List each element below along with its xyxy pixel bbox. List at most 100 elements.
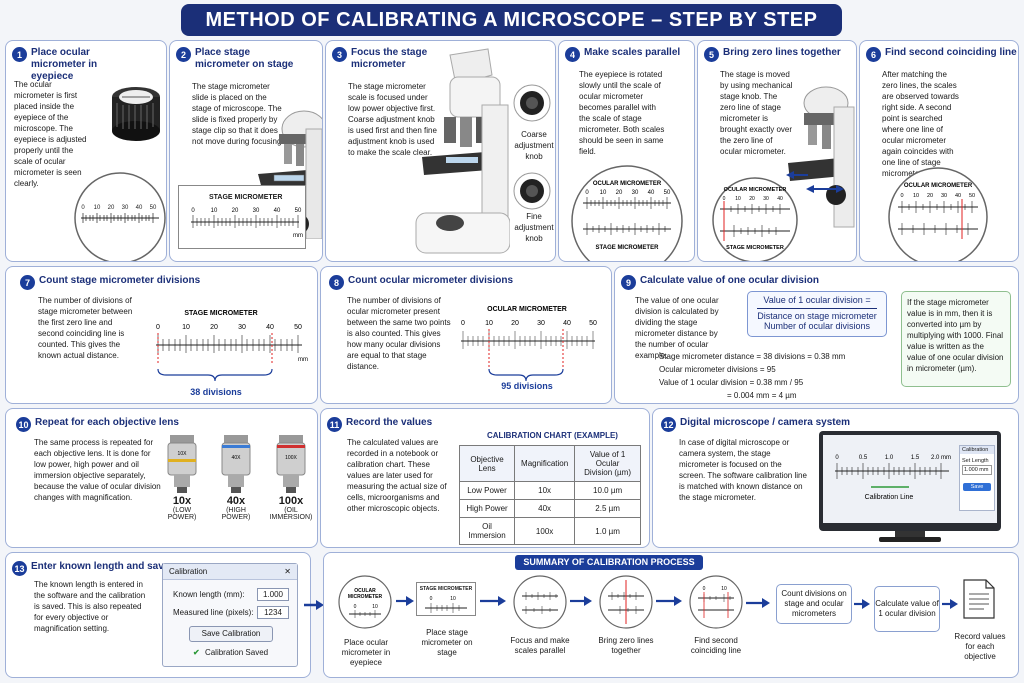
save-calibration-button[interactable]: Save Calibration [189,626,273,642]
step-number-badge: 12 [661,417,676,432]
objective-lens-low: 10X 10x (LOW POWER) [160,435,204,521]
svg-text:20: 20 [616,190,623,196]
fine-knob-label: Fine adjustment knob [514,212,554,243]
formula-numerator: Distance on stage micrometer [757,311,877,321]
svg-text:0: 0 [703,586,706,592]
svg-text:1.5: 1.5 [911,455,920,461]
scale-tick-label: 0 [191,208,195,214]
step-6-panel: 6 Find second coinciding line After matc… [859,40,1019,262]
step-10-title: 10 Repeat for each objective lens [16,417,179,432]
step-13-text: The known length is entered in the softw… [34,580,146,633]
set-length-input[interactable]: 1.000 mm [962,465,992,475]
measured-line-input[interactable]: 1234 [257,606,289,619]
step-2-text: The stage micrometer slide is placed on … [192,82,284,146]
svg-text:0: 0 [900,193,903,199]
scale-tick-label: 30 [253,208,260,214]
step-8-title: 8 Count ocular micrometer divisions [329,275,513,290]
step-8-text: The number of divisions of ocular microm… [347,296,451,371]
svg-text:20: 20 [749,196,755,202]
summary-step-5: Find second coinciding line [690,636,742,655]
step-number-badge: 4 [565,47,580,62]
stage-scale-caption: STAGE MICROMETER [596,245,660,251]
svg-text:0: 0 [156,324,160,331]
step-9-panel: 9 Calculate value of one ocular division… [614,266,1019,404]
svg-text:10: 10 [735,196,741,202]
screen-save-button[interactable]: Save [963,483,991,491]
svg-text:40: 40 [563,320,571,327]
svg-text:20: 20 [210,324,218,331]
step-3-panel: 3 Focus the stage micrometer The stage m… [325,40,556,262]
calibration-dialog: Calibration ✕ Known length (mm): 1.000 M… [162,563,298,667]
step-9-text: The value of one ocular division is calc… [635,296,719,360]
objective-lens-oil: 100X 100x (OIL IMMERSION) [264,435,317,521]
svg-text:0: 0 [835,455,839,461]
step-12-title: 12 Digital microscope / camera system [661,417,850,432]
svg-text:30: 30 [632,190,639,196]
step-11-text: The calculated values are recorded in a … [347,438,447,513]
summary-zero-circle [599,575,653,629]
microscope-icon [415,48,510,254]
monitor: 0 0.5 1.0 1.5 2.0 mm Calibration Line Ca… [819,431,1001,531]
check-icon: ✔ [193,648,200,657]
scale-tick-label: 30 [122,205,129,211]
fine-knob-icon [513,172,551,210]
svg-text:1.0: 1.0 [885,455,894,461]
page-title: METHOD OF CALIBRATING A MICROSCOPE – STE… [181,4,842,36]
formula-denominator: Number of ocular divisions [763,321,871,331]
known-length-input[interactable]: 1.000 [257,588,289,601]
svg-text:OCULAR MICROMETER: OCULAR MICROMETER [724,187,787,193]
step-4-text: The eyepiece is rotated slowly until the… [579,70,665,156]
summary-step-6: Count divisions on stage and ocular micr… [776,584,852,624]
summary-step-2: Place stage micrometer on stage [421,628,473,657]
step-number-badge: 6 [866,47,881,62]
summary-parallel-circle [513,575,567,629]
calc-line-3: Value of 1 ocular division = 0.38 mm / 9… [659,378,804,387]
svg-text:OCULAR MICROMETER: OCULAR MICROMETER [904,183,973,189]
summary-heading: SUMMARY OF CALIBRATION PROCESS [515,555,703,570]
ocular-divisions-count: 95 divisions [501,381,553,391]
step-number-badge: 10 [16,417,31,432]
svg-text:10: 10 [182,324,190,331]
step-11-title: 11 Record the values [327,417,432,432]
svg-text:10: 10 [721,586,727,592]
step-4-panel: 4 Make scales parallel The eyepiece is r… [558,40,695,262]
svg-text:20: 20 [927,193,933,199]
svg-text:100X: 100X [285,455,297,461]
svg-text:30: 30 [763,196,769,202]
svg-text:10: 10 [600,190,607,196]
summary-step-8: Record values for each objective [954,632,1006,661]
step-12-text: In case of digital microscope or camera … [679,438,807,502]
summary-step-7: Calculate value of 1 ocular division [874,586,940,632]
scale-tick-label: 10 [211,208,218,214]
objective-lens-icon: 40X [221,435,251,493]
document-icon [963,579,995,619]
step-9-title: 9 Calculate value of one ocular division [621,275,819,290]
svg-text:50: 50 [969,193,975,199]
ocular-scale-circle: 0 10 20 30 40 50 [74,172,166,261]
svg-text:OCULAR MICROMETER: OCULAR MICROMETER [487,306,567,313]
scale-tick-label: 0 [81,205,85,211]
step-13-title: 13 Enter known length and save [12,561,169,576]
close-icon[interactable]: ✕ [284,567,291,576]
monitor-screen: 0 0.5 1.0 1.5 2.0 mm Calibration Line Ca… [823,435,997,523]
stage-micrometer-slide: STAGE MICROMETER 0 10 20 30 40 50 mm [178,185,306,249]
svg-text:30: 30 [941,193,947,199]
scale-tick-label: 10 [94,205,101,211]
move-arrows-icon [786,171,844,193]
svg-text:20: 20 [511,320,519,327]
svg-text:50: 50 [664,190,671,196]
step-4-title: 4 Make scales parallel [565,47,680,62]
svg-text:0.5: 0.5 [859,455,868,461]
eyepiece-icon [112,87,160,141]
svg-text:30: 30 [238,324,246,331]
known-length-label: Known length (mm): [173,590,245,599]
measured-line-label: Measured line (pixels): [173,608,254,617]
